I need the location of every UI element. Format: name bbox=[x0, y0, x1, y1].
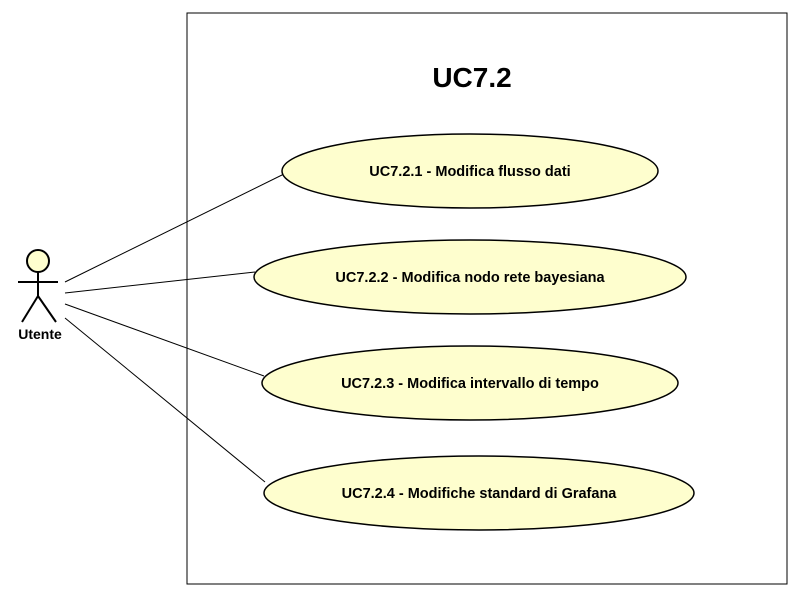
use-case-uc7-2-3[interactable]: UC7.2.3 - Modifica intervallo di tempo bbox=[261, 345, 679, 421]
use-case-label: UC7.2.2 - Modifica nodo rete bayesiana bbox=[335, 270, 605, 286]
use-case-uc7-2-1[interactable]: UC7.2.1 - Modifica flusso dati bbox=[281, 133, 659, 209]
actor-right-leg bbox=[37, 295, 57, 323]
use-case-uc7-2-4[interactable]: UC7.2.4 - Modifiche standard di Grafana bbox=[263, 455, 695, 531]
use-case-label: UC7.2.1 - Modifica flusso dati bbox=[369, 164, 570, 180]
actor-label: Utente bbox=[18, 326, 62, 342]
actor-utente[interactable]: Utente bbox=[18, 249, 62, 342]
use-case-label: UC7.2.3 - Modifica intervallo di tempo bbox=[341, 376, 599, 392]
actor-head bbox=[26, 249, 50, 273]
use-case-label: UC7.2.4 - Modifiche standard di Grafana bbox=[342, 486, 618, 502]
association-line-uc4 bbox=[64, 317, 266, 483]
system-title: UC7.2 bbox=[432, 62, 511, 93]
association-line-uc1 bbox=[64, 173, 285, 283]
association-line-uc2 bbox=[64, 271, 256, 294]
use-case-ellipse bbox=[261, 345, 679, 421]
use-case-ellipse bbox=[253, 239, 687, 315]
association-line-uc3 bbox=[64, 303, 265, 377]
use-case-ellipse bbox=[263, 455, 695, 531]
actor-left-leg bbox=[21, 295, 39, 323]
use-case-ellipse bbox=[281, 133, 659, 209]
use-case-uc7-2-2[interactable]: UC7.2.2 - Modifica nodo rete bayesiana bbox=[253, 239, 687, 315]
